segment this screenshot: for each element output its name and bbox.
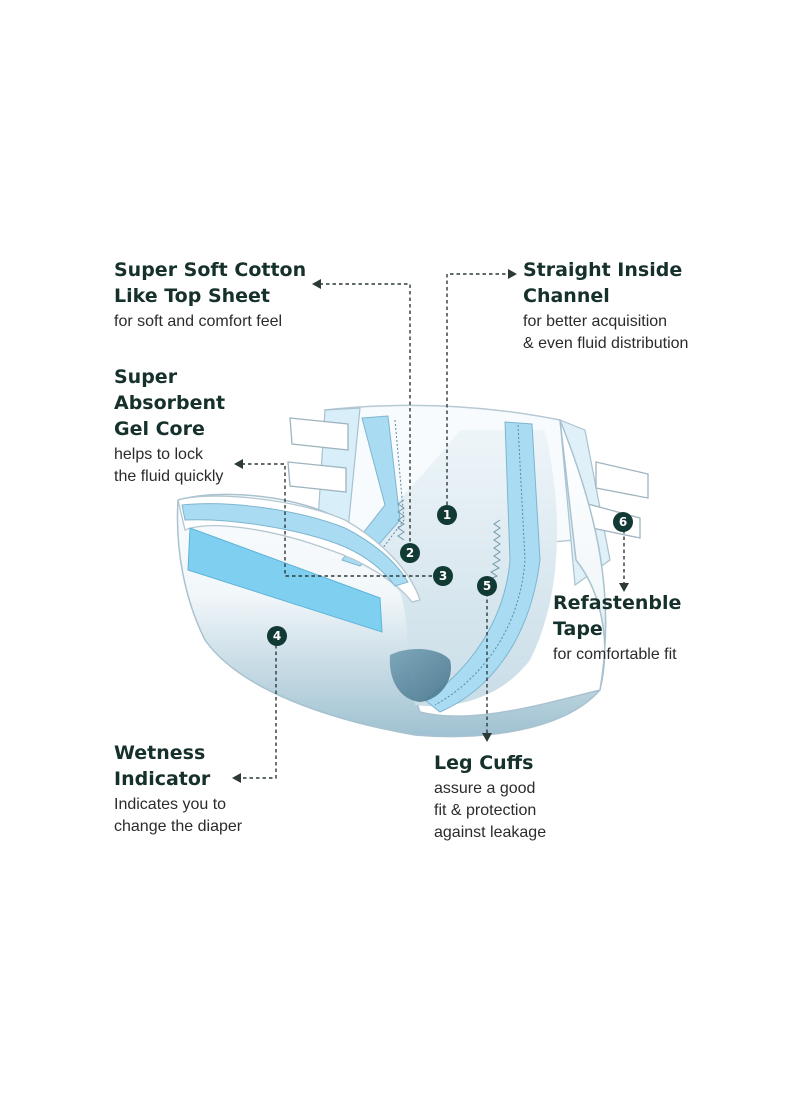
right-upper-tape-tab <box>595 461 649 499</box>
feature-refastenable-tape: Refastenble Tape for comfortable fit <box>553 590 681 666</box>
feature-inside-channel-description: for better acquisition & even fluid dist… <box>523 313 689 352</box>
left-lower-tape-tab <box>287 461 347 493</box>
left-stitch-line <box>369 419 405 566</box>
feature-top-sheet-title: Super Soft Cotton Like Top Sheet <box>114 259 307 307</box>
left-channel-band <box>341 415 401 567</box>
right-stitch-line <box>434 424 526 706</box>
leg-pocket-shadow <box>389 648 451 702</box>
feature-wetness-indicator-title: Wetness Indicator <box>114 742 211 790</box>
leader-inside-channel <box>446 273 510 505</box>
feature-top-sheet: Super Soft Cotton Like Top Sheet for sof… <box>114 257 306 333</box>
feature-gel-core-title: Super Absorbent Gel Core <box>114 366 226 440</box>
marker-5-number: 5 <box>483 579 491 593</box>
marker-6: 6 <box>613 512 633 532</box>
marker-2-number: 2 <box>406 546 414 560</box>
feature-inside-channel: Straight Inside Channel for better acqui… <box>523 257 688 355</box>
feature-refastenable-tape-description: for comfortable fit <box>553 646 677 663</box>
feature-top-sheet-description: for soft and comfort feel <box>114 313 283 330</box>
arrowhead-leg-cuffs <box>482 733 492 742</box>
marker-1-number: 1 <box>443 508 451 522</box>
arrowhead-refastenable-tape <box>619 583 629 592</box>
marker-3-number: 3 <box>439 569 447 583</box>
marker-4: 4 <box>267 626 287 646</box>
left-elastic-zigzag <box>397 499 405 541</box>
front-flap-band <box>181 503 409 587</box>
leader-wetness-indicator <box>238 645 277 779</box>
arrowhead-wetness-indicator <box>232 773 241 783</box>
marker-3: 3 <box>433 566 453 586</box>
feature-gel-core-description: helps to lock the fluid quickly <box>114 446 224 485</box>
left-upper-tape-tab <box>289 417 349 451</box>
feature-refastenable-tape-title: Refastenble Tape <box>553 592 682 640</box>
arrowhead-inside-channel <box>508 269 517 279</box>
marker-5: 5 <box>477 576 497 596</box>
arrowhead-top-sheet <box>312 279 321 289</box>
right-elastic-zigzag <box>486 519 501 585</box>
marker-1: 1 <box>437 505 457 525</box>
feature-wetness-indicator-description: Indicates you to change the diaper <box>114 796 243 835</box>
feature-inside-channel-title: Straight Inside Channel <box>523 259 683 307</box>
feature-leg-cuffs-description: assure a good fit & protection against l… <box>434 780 547 841</box>
feature-leg-cuffs-title: Leg Cuffs <box>434 752 534 774</box>
marker-6-number: 6 <box>619 515 627 529</box>
marker-4-number: 4 <box>273 629 281 643</box>
feature-gel-core: Super Absorbent Gel Core helps to lock t… <box>114 364 225 488</box>
absorbent-core <box>187 527 383 633</box>
feature-wetness-indicator: Wetness Indicator Indicates you to chang… <box>114 740 242 838</box>
leader-gel-core <box>240 463 432 577</box>
leader-top-sheet <box>318 283 411 548</box>
arrowhead-gel-core <box>234 459 243 469</box>
marker-2: 2 <box>400 543 420 563</box>
feature-leg-cuffs: Leg Cuffs assure a good fit & protection… <box>434 750 546 844</box>
right-channel-band <box>424 421 541 713</box>
